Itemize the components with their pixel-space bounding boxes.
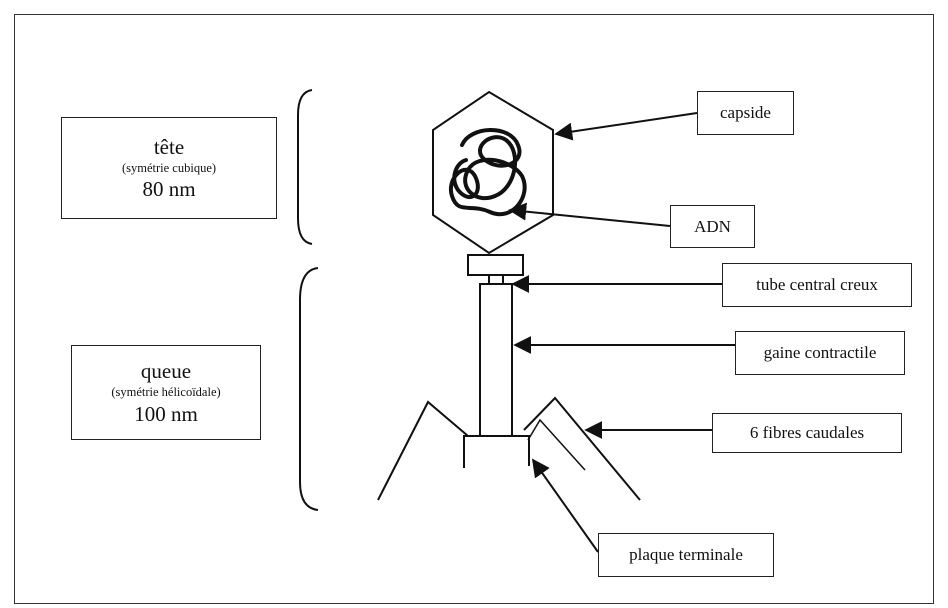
arrow-plaque [531,458,599,553]
tail-brace [299,267,319,511]
label-capside: capside [697,91,794,135]
capsid-hexagon [432,90,554,255]
label-adn: ADN [670,205,755,248]
diagram-frame [14,14,934,604]
arrow-adn [508,202,671,227]
head-name: tête [153,134,185,159]
dna-coil [448,128,527,217]
arrow-capside [554,112,698,141]
head-info-box: tête (symétrie cubique) 80 nm [61,117,277,219]
tail-info-box: queue (symétrie hélicoïdale) 100 nm [71,345,261,440]
head-size: 80 nm [142,177,196,202]
label-6-fibres-caudales: 6 fibres caudales [712,413,902,453]
collar [467,254,524,276]
tail-fiber-right [523,396,641,501]
label-tube-central-creux: tube central creux [722,263,912,307]
tail-size: 100 nm [134,401,198,426]
head-symmetry: (symétrie cubique) [121,160,217,175]
base-plate [463,435,530,468]
tail-symmetry: (symétrie hélicoïdale) [111,385,221,400]
tail-name: queue [140,359,192,384]
neck [488,274,504,285]
tail-fiber-right-inner [527,418,586,471]
head-brace [297,89,313,245]
tail-sheath [479,283,513,437]
tail-fiber-left [377,400,469,501]
label-gaine-contractile: gaine contractile [735,331,905,375]
label-plaque-terminale: plaque terminale [598,533,774,577]
